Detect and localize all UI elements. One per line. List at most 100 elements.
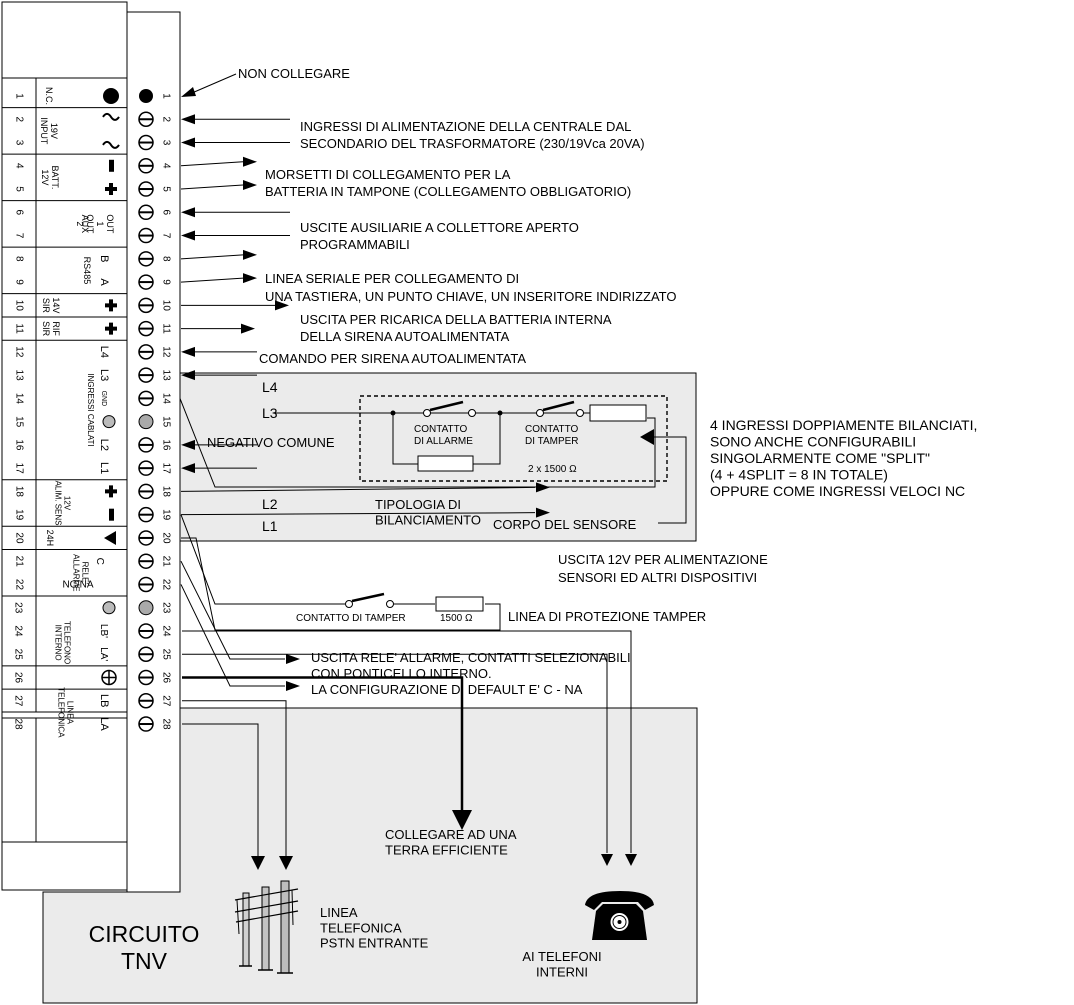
terminal-number: 26	[160, 672, 171, 684]
board-row-number: 20	[13, 532, 24, 544]
terminal-number: 28	[160, 718, 171, 730]
plus-icon	[105, 485, 117, 498]
wire	[180, 161, 244, 167]
terminal-screw	[138, 414, 154, 430]
plus-icon	[105, 299, 117, 312]
board-symbol: B	[98, 255, 110, 262]
board-row-number: 18	[13, 486, 24, 498]
label-l1: L1	[262, 518, 278, 534]
wire	[180, 254, 244, 260]
terminal-number: 23	[160, 602, 171, 614]
board-symbol: OUT1	[95, 214, 115, 234]
text-corpo-sensore: CORPO DEL SENSORE	[493, 517, 637, 532]
board-row-number: 1	[13, 93, 24, 99]
terminal-number: 6	[160, 210, 171, 216]
text-non-collegare: NON COLLEGARE	[238, 66, 350, 81]
minus-icon	[109, 508, 114, 521]
arrow-icon	[243, 156, 257, 167]
board-row-number: 27	[12, 695, 23, 707]
board-row-number: 26	[12, 672, 23, 684]
terminal-number: 15	[160, 416, 171, 428]
board-symbol: LB	[98, 694, 110, 707]
minus-icon	[109, 159, 114, 172]
board-row-number: 24	[12, 625, 23, 637]
arrow-icon	[181, 346, 195, 357]
arrow-icon	[279, 856, 293, 870]
board-row-number: 17	[13, 463, 24, 475]
terminal-number: 11	[160, 323, 171, 334]
terminal-number: 17	[160, 463, 171, 475]
board-row-number: 12	[13, 346, 24, 358]
terminal-strip	[126, 11, 181, 893]
arrow-icon	[181, 370, 195, 381]
text-relay-2: CON PONTICELLO INTERNO.	[311, 666, 492, 681]
board-row-number: 7	[13, 233, 24, 239]
wire	[182, 676, 464, 810]
label-l3: L3	[262, 405, 278, 421]
terminal-number: 13	[160, 370, 171, 382]
board-row-number: 2	[13, 116, 24, 122]
terminal-number: 7	[160, 233, 171, 239]
board-grid	[2, 77, 127, 843]
terminal-number: 19	[160, 509, 171, 521]
wire	[182, 653, 608, 853]
board-row-number: 14	[13, 393, 24, 405]
terminal-number: 20	[160, 532, 171, 544]
board-row-number: 21	[13, 556, 24, 568]
board-row-number: 22	[13, 579, 24, 591]
wire	[429, 400, 464, 412]
text-power-1: INGRESSI DI ALIMENTAZIONE DELLA CENTRALE…	[300, 119, 631, 134]
board-row-number: 19	[13, 509, 24, 521]
arrow-icon	[536, 507, 550, 518]
utility-pole-icon	[234, 880, 299, 974]
board-row-number: 15	[13, 416, 24, 428]
terminal-number: 10	[160, 300, 171, 312]
wire	[653, 436, 687, 524]
terminal-screw	[138, 600, 154, 616]
board-symbol: L1	[98, 462, 110, 474]
terminal-number: 12	[160, 346, 171, 358]
terminal-number: 14	[160, 393, 171, 405]
arrow-icon	[181, 463, 195, 474]
triangle-icon	[104, 530, 116, 545]
arrow-icon	[181, 137, 195, 148]
ac-icon	[102, 112, 120, 149]
wire	[182, 700, 287, 856]
label-l2: L2	[262, 496, 278, 512]
wires	[179, 73, 687, 870]
terminal-number: 5	[160, 186, 171, 192]
nc-dot-icon	[103, 88, 119, 104]
text-battery-1: MORSETTI DI COLLEGAMENTO PER LA	[265, 167, 511, 182]
terminal-number: 8	[160, 256, 171, 262]
gnd-circle-icon	[102, 415, 116, 429]
board-row-number: 6	[13, 210, 24, 216]
board-group-label: LINEATELEFONICA	[57, 687, 75, 738]
terminal-number: 16	[160, 439, 171, 451]
board-group-label: N.C.	[44, 87, 54, 105]
text-aux-2: PROGRAMMABILI	[300, 237, 410, 252]
board-symbol: A	[98, 278, 110, 286]
text-resistors: 2 x 1500 Ω	[528, 464, 577, 475]
plus-icon	[105, 322, 117, 335]
wire	[182, 630, 632, 853]
plus-icon	[105, 183, 117, 196]
text-negativo-comune: NEGATIVO COMUNE	[207, 435, 335, 450]
board-labels: 1234567891011121314151617181920212223242…	[12, 87, 114, 738]
arrow-icon	[243, 273, 257, 284]
board-row-number: 16	[13, 439, 24, 451]
board-group-label: INGRESSI CABLATI	[86, 373, 95, 446]
text-serial-1: LINEA SERIALE PER COLLEGAMENTO DI	[265, 271, 519, 286]
terminal-number: 9	[160, 279, 171, 285]
arrow-icon	[601, 854, 613, 866]
text-tamper-line: LINEA DI PROTEZIONE TAMPER	[508, 609, 706, 624]
arrow-icon	[181, 207, 195, 218]
wire	[351, 592, 385, 603]
board-row-number: 28	[12, 718, 23, 730]
board-row-number: 25	[12, 649, 23, 661]
